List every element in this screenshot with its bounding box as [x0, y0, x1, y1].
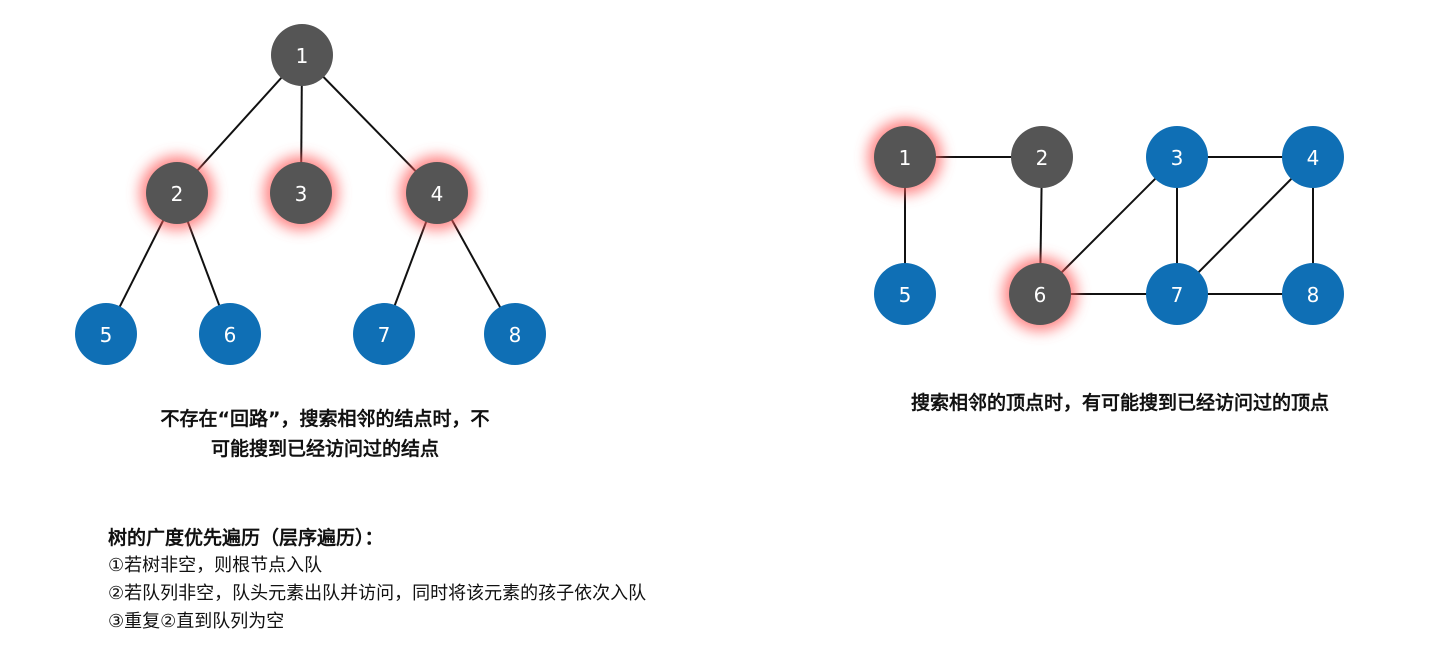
tree-node-7-circle — [353, 303, 415, 365]
graph-node-3-label: 3 — [1171, 146, 1184, 170]
tree-caption-line-1: 不存在“回路”，搜索相邻的结点时，不 — [160, 408, 490, 430]
tree-node-5-label: 5 — [100, 323, 113, 347]
graph-node-2-circle — [1011, 126, 1073, 188]
tree-node-7: 7 — [353, 303, 415, 365]
graph-node-3-circle — [1146, 126, 1208, 188]
graph-node-3: 3 — [1146, 126, 1208, 188]
tree-node-2: 2 — [140, 156, 214, 230]
graph-node-8-circle — [1282, 263, 1344, 325]
graph-node-5-circle — [874, 263, 936, 325]
tree-node-8: 8 — [484, 303, 546, 365]
graph-nodes: 1 2 3 4 5 6 7 8 — [868, 120, 1344, 331]
tree-node-6-label: 6 — [224, 323, 237, 347]
tree-node-1-circle — [271, 24, 333, 86]
tree-node-8-label: 8 — [509, 323, 522, 347]
graph-node-5: 5 — [874, 263, 936, 325]
graph-node-8: 8 — [1282, 263, 1344, 325]
graph-node-7-label: 7 — [1171, 283, 1184, 307]
tree-node-5: 5 — [75, 303, 137, 365]
graph-node-2-label: 2 — [1036, 146, 1049, 170]
graph-node-4-label: 4 — [1307, 146, 1320, 170]
bfs-step-1: ①若树非空，则根节点入队 — [108, 555, 323, 576]
tree-node-6-circle — [199, 303, 261, 365]
tree-node-4-label: 4 — [431, 182, 444, 206]
tree-node-5-circle — [75, 303, 137, 365]
graph-node-6: 6 — [1003, 257, 1077, 331]
graph-edge-4-7 — [1176, 156, 1314, 295]
tree-node-4: 4 — [400, 156, 474, 230]
graph-node-6-label: 6 — [1034, 283, 1047, 307]
tree-node-3-circle — [270, 162, 332, 224]
graph-node-4-circle — [1282, 126, 1344, 188]
tree-node-4-circle — [406, 162, 468, 224]
graph-node-4: 4 — [1282, 126, 1344, 188]
graph-node-1: 1 — [868, 120, 942, 194]
tree-node-2-label: 2 — [171, 182, 184, 206]
tree-caption-line-2: 可能搜到已经访问过的结点 — [210, 438, 439, 460]
bfs-notes: 树的广度优先遍历（层序遍历）： ①若树非空，则根节点入队 ②若队列非空，队头元素… — [108, 524, 1008, 636]
tree-node-7-label: 7 — [378, 323, 391, 347]
graph-caption: 搜索相邻的顶点时，有可能搜到已经访问过的顶点 — [910, 392, 1329, 414]
bfs-step-2: ②若队列非空，队头元素出队并访问，同时将该元素的孩子依次入队 — [108, 583, 647, 604]
tree-node-2-circle — [146, 162, 208, 224]
tree-caption: 不存在“回路”，搜索相邻的结点时，不 可能搜到已经访问过的结点 — [100, 404, 550, 464]
tree-diagram: 1 2 3 4 5 6 7 8 — [75, 24, 546, 365]
tree-node-6: 6 — [199, 303, 261, 365]
graph-node-1-label: 1 — [899, 146, 912, 170]
graph-node-1-circle — [874, 126, 936, 188]
bfs-step-3: ③重复②直到队列为空 — [108, 611, 285, 632]
tree-node-3: 3 — [264, 156, 338, 230]
bfs-title: 树的广度优先遍历（层序遍历）： — [108, 527, 384, 549]
graph-node-7-circle — [1146, 263, 1208, 325]
graph-node-5-label: 5 — [899, 283, 912, 307]
tree-nodes: 1 2 3 4 5 6 7 8 — [75, 24, 546, 365]
graph-node-7: 7 — [1146, 263, 1208, 325]
graph-diagram: 1 2 3 4 5 6 7 8 — [868, 120, 1344, 331]
tree-node-3-label: 3 — [295, 182, 308, 206]
graph-node-2: 2 — [1011, 126, 1073, 188]
tree-node-1-label: 1 — [296, 44, 309, 68]
graph-node-8-label: 8 — [1307, 283, 1320, 307]
graph-edges — [904, 156, 1314, 295]
tree-node-8-circle — [484, 303, 546, 365]
graph-node-6-circle — [1009, 263, 1071, 325]
tree-node-1: 1 — [271, 24, 333, 86]
